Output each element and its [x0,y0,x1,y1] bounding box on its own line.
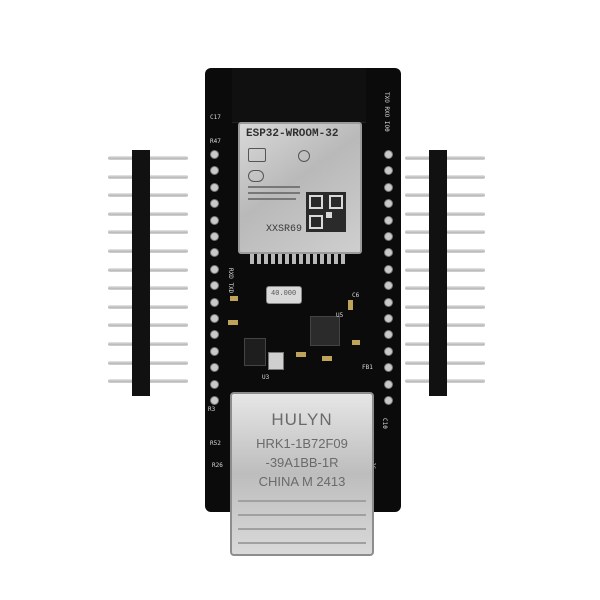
board-pad [384,150,393,159]
qr-code-icon [306,192,346,232]
right-pin-header [429,150,447,396]
board-pad [384,314,393,323]
smd-resistor [230,296,238,301]
board-pad [210,215,219,225]
board-pad [384,232,393,241]
esp32-module: ESP32-WROOM-32 XXSR69 [238,122,362,254]
inductor [268,352,284,370]
board-pad [210,248,219,258]
silk-r26: R26 [212,462,223,469]
certification-icon [298,150,310,162]
silk-u5: U5 [336,312,344,319]
connector-model-line2: -39A1BB-1R [265,455,339,470]
silk-top-right: TXO RXO IO0 [383,92,390,132]
silk-u3: U3 [262,374,270,381]
silk-c6: C6 [352,292,360,299]
silk-r3: R3 [208,406,216,413]
silk-rxd-txd: RXD TXD [227,268,234,294]
connector-model-line1: HRK1-1B72F09 [256,436,348,451]
board-pad [210,199,219,209]
board-pad [384,248,393,258]
board-pad [384,346,393,356]
smd-resistor [228,320,238,325]
board-pad [384,264,393,274]
board-pad [210,264,219,274]
silk-c10: C10 [381,418,388,429]
board-pad [210,166,219,176]
silk-fb1: FB1 [362,364,373,371]
board-pad [384,199,393,209]
module-title: ESP32-WROOM-32 [246,128,339,140]
silk-r47: R47 [210,138,221,145]
voltage-regulator [244,338,266,366]
module-code: XXSR69 [266,224,303,235]
silk-r52: R52 [210,440,221,447]
board-pad [384,379,393,389]
ce-mark-icon [248,170,264,182]
board-pad [384,215,393,225]
rj45-ethernet-jack: HULYN HRK1-1B72F09 -39A1BB-1R CHINA M 24… [230,392,374,556]
board-pad [384,166,393,176]
board-pad [210,379,219,389]
board-pad [210,297,219,307]
smd-capacitor [296,352,306,357]
board-pad [210,346,219,356]
connector-model-line3: CHINA M 2413 [258,474,346,489]
wifi-antenna-area [232,68,366,123]
board-pad [384,297,393,307]
smd-resistor [348,300,353,310]
board-pad [210,281,219,291]
board-pad [210,314,219,323]
smd-capacitor [322,356,332,361]
board-pad [210,182,219,192]
module-fine-print-3 [248,198,296,200]
board-pad [210,396,219,405]
connector-brand: HULYN [271,410,333,429]
ethernet-phy-chip [310,316,340,346]
wifi-logo-icon [248,148,266,162]
board-pad [384,281,393,291]
board-pad [384,363,393,373]
silk-c17: C17 [210,114,221,121]
board-pad [384,396,393,405]
smd-capacitor [352,340,360,345]
module-fine-print-2 [248,192,300,194]
module-pin-row [250,254,348,264]
module-fine-print [248,186,300,188]
board-pad [210,232,219,241]
left-pin-header [132,150,150,396]
board-pad [384,330,393,340]
board-pad [210,150,219,159]
board-pad [210,363,219,373]
crystal-label: 40.000 [271,290,297,298]
board-pad [210,330,219,340]
crystal-oscillator: 40.000 [266,286,302,304]
board-pad [384,182,393,192]
